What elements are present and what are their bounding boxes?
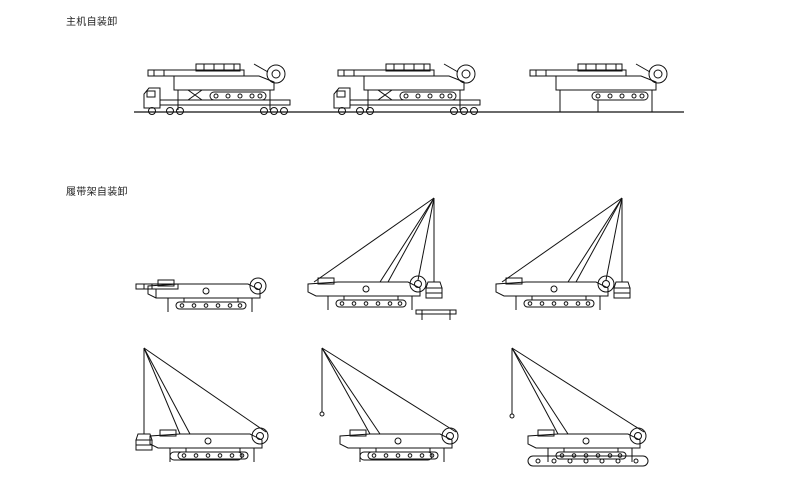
section-title-crawler-self-loading: 履带架自装卸	[66, 187, 128, 198]
section-title-main-unit-self-loading: 主机自装卸	[66, 17, 118, 28]
